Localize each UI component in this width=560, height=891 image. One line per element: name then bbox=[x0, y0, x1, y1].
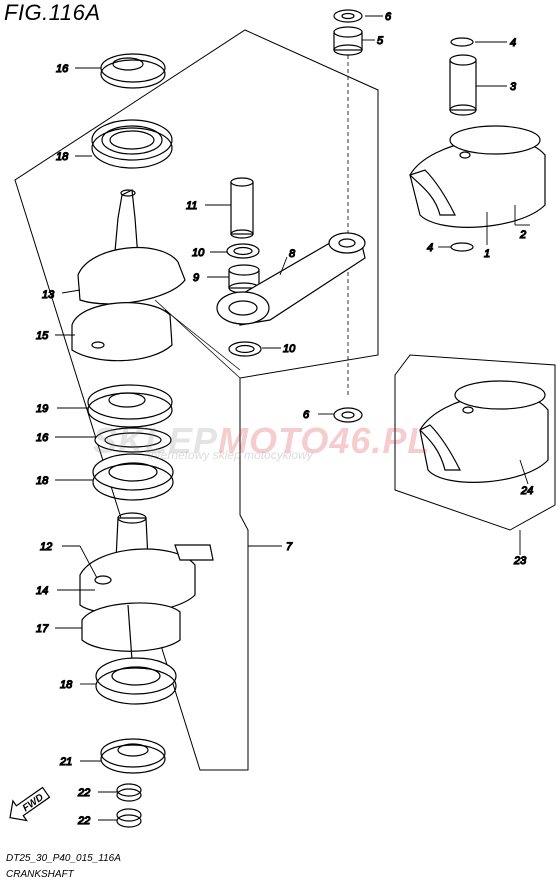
callout-16: 16 bbox=[36, 432, 49, 444]
callout-6-top: 6 bbox=[385, 11, 392, 23]
washer-10-bottom bbox=[228, 341, 262, 357]
callout-7: 7 bbox=[286, 541, 293, 553]
watermark-part2: MOTO46.PL bbox=[218, 420, 431, 461]
callout-22-b: 22 bbox=[77, 815, 90, 827]
callout-4-bottom: 4 bbox=[427, 242, 433, 254]
callout-18-lower: 18 bbox=[60, 679, 73, 691]
callout-11: 11 bbox=[186, 200, 197, 212]
crankshaft-lower bbox=[79, 512, 214, 661]
callout-14: 14 bbox=[36, 585, 48, 597]
diagram-code: DT25_30_P40_015_116A bbox=[6, 853, 121, 864]
washer-6-top bbox=[333, 9, 363, 23]
ball-bearing-18-middle bbox=[92, 453, 174, 501]
circlip-4-top bbox=[450, 37, 474, 47]
oil-seal-21 bbox=[100, 738, 166, 774]
connecting-rod-8 bbox=[216, 232, 366, 326]
callout-18-middle: 18 bbox=[36, 475, 49, 487]
watermark-tagline: internetowy sklep motocyklowy bbox=[148, 448, 313, 462]
callout-1: 1 bbox=[484, 248, 490, 260]
piston-pin-3 bbox=[449, 54, 477, 116]
crankshaft-upper bbox=[71, 189, 241, 379]
figure-title: FIG.116A bbox=[4, 0, 101, 25]
callout-2: 2 bbox=[519, 229, 526, 241]
needle-bearing-5 bbox=[333, 26, 363, 56]
circlip-4-bottom bbox=[450, 242, 474, 252]
assembly-outline-23 bbox=[394, 354, 556, 531]
crank-pin-11 bbox=[230, 177, 254, 239]
bearing-19 bbox=[87, 384, 173, 428]
callout-19: 19 bbox=[36, 403, 48, 415]
ball-bearing-18-lower bbox=[95, 657, 177, 705]
callout-13: 13 bbox=[42, 289, 55, 301]
ball-bearing-18-top bbox=[91, 119, 173, 169]
callout-21: 21 bbox=[59, 756, 72, 768]
callout-18-top: 18 bbox=[56, 151, 69, 163]
callout-6-bottom: 6 bbox=[303, 409, 310, 421]
piston-kit-23 bbox=[418, 380, 549, 483]
callout-3: 3 bbox=[510, 81, 517, 93]
piston-1 bbox=[408, 125, 546, 228]
washer-10-top bbox=[226, 243, 260, 259]
callout-17: 17 bbox=[36, 623, 49, 635]
ring-16 bbox=[94, 427, 172, 453]
callout-23: 23 bbox=[513, 555, 527, 567]
fwd-arrow-icon: FWD bbox=[9, 786, 51, 822]
callout-15: 15 bbox=[36, 330, 49, 342]
callout-24: 24 bbox=[520, 485, 533, 497]
assembly-outline-7 bbox=[14, 29, 379, 771]
callout-4-top: 4 bbox=[510, 37, 516, 49]
diagram-name: CRANKSHAFT bbox=[6, 869, 74, 880]
oil-seal-20 bbox=[100, 53, 166, 89]
seal-22-a bbox=[116, 783, 142, 802]
callout-12: 12 bbox=[40, 541, 52, 553]
callout-8: 8 bbox=[289, 248, 296, 260]
leader-lines bbox=[55, 15, 530, 821]
callout-9: 9 bbox=[193, 272, 199, 284]
needle-bearing-9 bbox=[228, 264, 260, 294]
washer-6-bottom bbox=[333, 407, 363, 423]
callout-5: 5 bbox=[377, 35, 384, 47]
callout-10-bottom: 10 bbox=[283, 343, 296, 355]
callout-20: 16 bbox=[56, 63, 69, 75]
watermark-part1: SKLEP bbox=[93, 420, 219, 461]
seal-22-b bbox=[116, 808, 142, 828]
watermark: SKLEPMOTO46.PL bbox=[93, 420, 430, 462]
callout-10-top: 10 bbox=[192, 247, 205, 259]
callout-22-a: 22 bbox=[77, 787, 90, 799]
